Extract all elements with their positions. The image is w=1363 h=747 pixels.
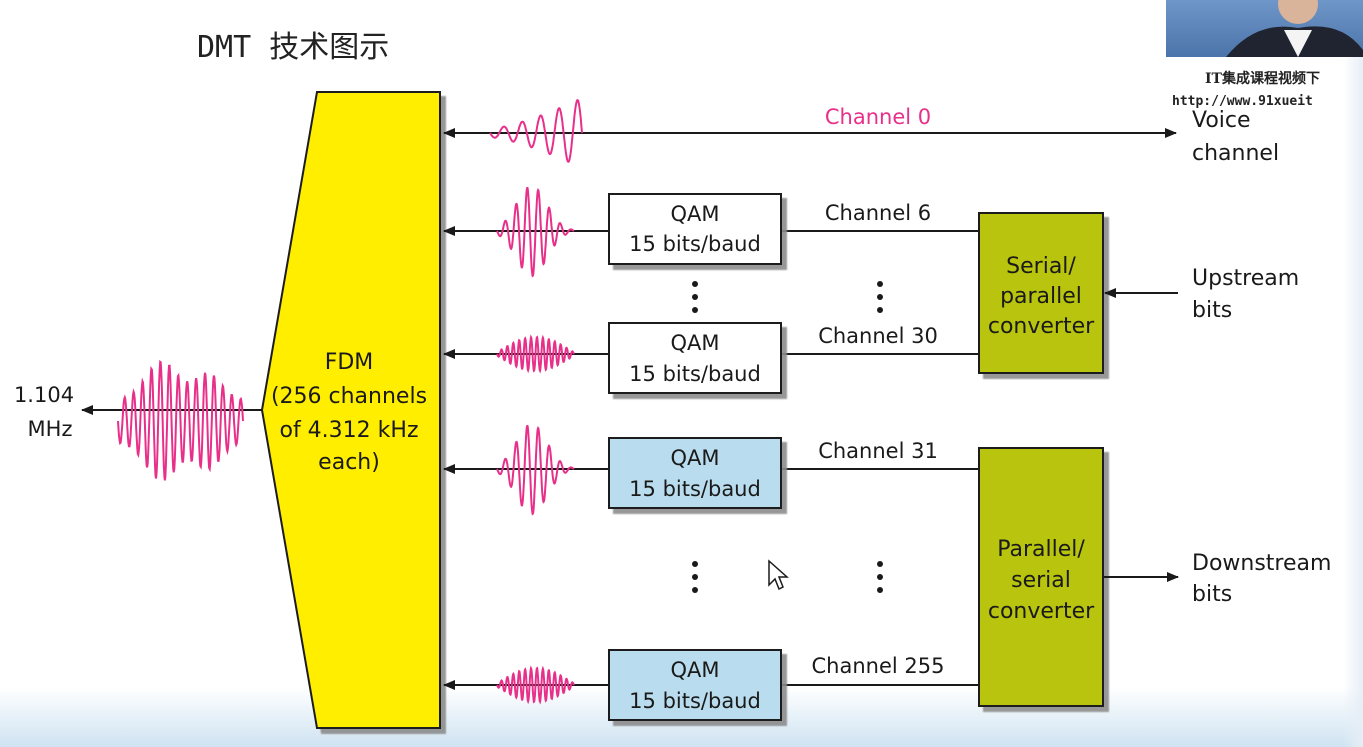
- fdm-block: [260, 91, 441, 729]
- fdm-label-line1: FDM: [325, 350, 374, 375]
- ellipsis-upstream-right: [877, 281, 883, 313]
- fdm-label-line3: of 4.312 kHz: [279, 418, 418, 443]
- output-label-line2: MHz: [28, 417, 73, 441]
- slide-title: DMT 技术图示: [197, 30, 390, 65]
- fdm-label-line2: (256 channels: [271, 384, 427, 409]
- qam-box-channel30: QAM 15 bits/baud: [608, 322, 782, 394]
- ellipsis-upstream-left: [692, 281, 698, 313]
- converter-line1: Serial/: [1006, 254, 1076, 279]
- qam-label: QAM: [670, 331, 719, 355]
- converter-line2: parallel: [1000, 284, 1082, 309]
- mouse-cursor-icon: [768, 559, 789, 591]
- converter-line1: Parallel/: [997, 537, 1085, 562]
- channel6-waveform: [496, 187, 575, 278]
- qam-label: QAM: [670, 658, 719, 682]
- qam-rate: 15 bits/baud: [629, 232, 761, 256]
- watermark-url: http://www.91xueit: [1172, 94, 1313, 109]
- output-waveform: [117, 359, 244, 481]
- channel31-waveform: [496, 425, 575, 516]
- channel6-label: Channel 6: [825, 201, 931, 225]
- qam-rate: 15 bits/baud: [629, 689, 761, 713]
- channel30-label: Channel 30: [818, 324, 938, 348]
- upstream-label-line2: bits: [1192, 298, 1232, 323]
- channel31-label: Channel 31: [818, 439, 938, 463]
- converter-line3: converter: [988, 599, 1095, 624]
- qam-box-channel255: QAM 15 bits/baud: [608, 649, 782, 721]
- qam-label: QAM: [670, 202, 719, 226]
- webcam-overlay: [1166, 0, 1363, 57]
- channel30-waveform: [496, 334, 575, 374]
- ellipsis-downstream-right: [877, 561, 883, 593]
- converter-line3: converter: [988, 314, 1095, 339]
- downstream-label-line2: bits: [1192, 582, 1232, 607]
- downstream-label-line1: Downstream: [1192, 551, 1331, 576]
- background-edge: [1343, 0, 1363, 747]
- parallel-serial-converter: Parallel/ serial converter: [978, 447, 1104, 707]
- upstream-label-line1: Upstream: [1192, 266, 1299, 291]
- voice-label-line1: Voice: [1192, 108, 1251, 133]
- qam-rate: 15 bits/baud: [629, 477, 761, 501]
- converter-line2: serial: [1011, 568, 1071, 593]
- channel255-waveform: [496, 665, 575, 705]
- channel0-waveform: [489, 98, 583, 163]
- qam-rate: 15 bits/baud: [629, 362, 761, 386]
- voice-label-line2: channel: [1192, 141, 1279, 166]
- fdm-label-line4: each): [318, 450, 380, 475]
- watermark-text: IT集成课程视频下: [1205, 71, 1320, 87]
- ellipsis-downstream-left: [692, 561, 698, 593]
- qam-label: QAM: [670, 446, 719, 470]
- serial-parallel-converter: Serial/ parallel converter: [978, 212, 1104, 374]
- output-label-line1: 1.104: [14, 383, 74, 407]
- qam-box-channel31: QAM 15 bits/baud: [608, 437, 782, 509]
- qam-box-channel6: QAM 15 bits/baud: [608, 193, 782, 265]
- channel0-label: Channel 0: [825, 105, 931, 129]
- channel255-label: Channel 255: [812, 654, 945, 678]
